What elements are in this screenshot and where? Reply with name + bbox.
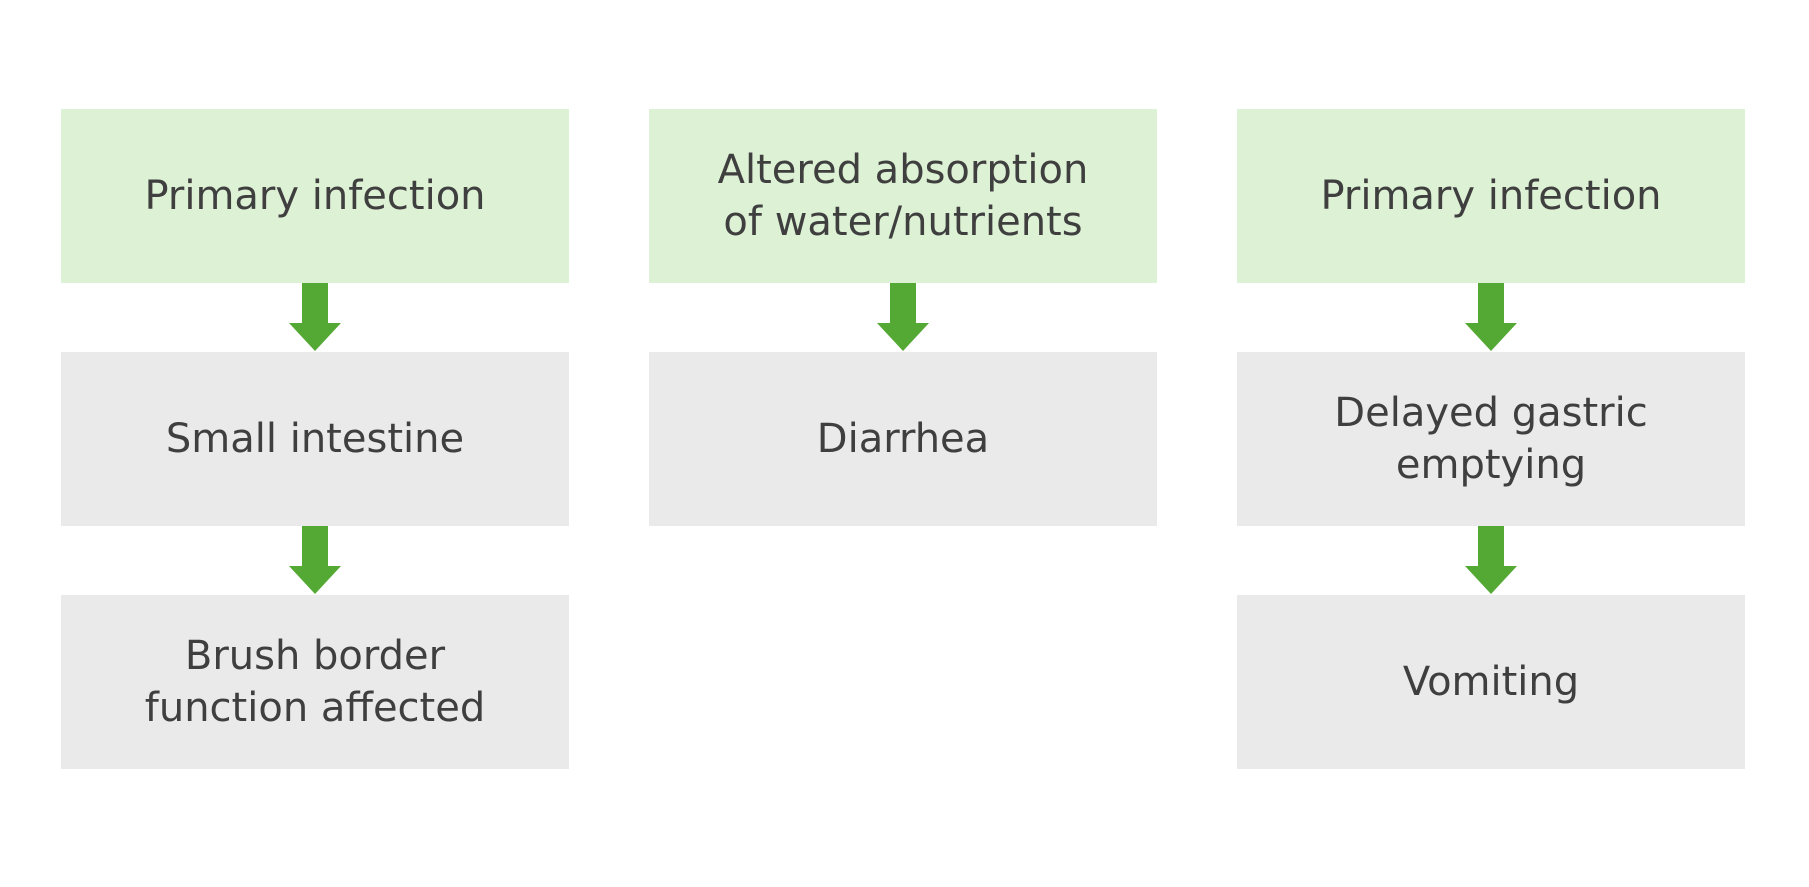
col3-step1-label: Delayed gastric emptying xyxy=(1334,390,1648,488)
col2-top-label: Altered absorption of water/nutrients xyxy=(717,147,1089,245)
col3-step2-label: Vomiting xyxy=(1402,659,1580,705)
col1-step1-label: Small intestine xyxy=(165,416,465,462)
col1-step-box: Small intestine xyxy=(61,352,569,526)
col3-step-box: Delayed gastric emptying xyxy=(1237,352,1745,526)
col3-step-box: Vomiting xyxy=(1237,595,1745,769)
col2-step-box: Diarrhea xyxy=(649,352,1157,526)
down-arrow-icon xyxy=(877,283,929,351)
col1-top-label: Primary infection xyxy=(144,173,486,219)
down-arrow-icon xyxy=(1465,283,1517,351)
col3-top-label: Primary infection xyxy=(1320,173,1662,219)
col2-step1-label: Diarrhea xyxy=(816,416,990,462)
col3-top-box: Primary infection xyxy=(1237,109,1745,283)
down-arrow-icon xyxy=(289,283,341,351)
col1-top-box: Primary infection xyxy=(61,109,569,283)
col1-step2-label: Brush border function affected xyxy=(144,633,486,731)
down-arrow-icon xyxy=(1465,526,1517,594)
down-arrow-icon xyxy=(289,526,341,594)
col1-step-box: Brush border function affected xyxy=(61,595,569,769)
col2-top-box: Altered absorption of water/nutrients xyxy=(649,109,1157,283)
